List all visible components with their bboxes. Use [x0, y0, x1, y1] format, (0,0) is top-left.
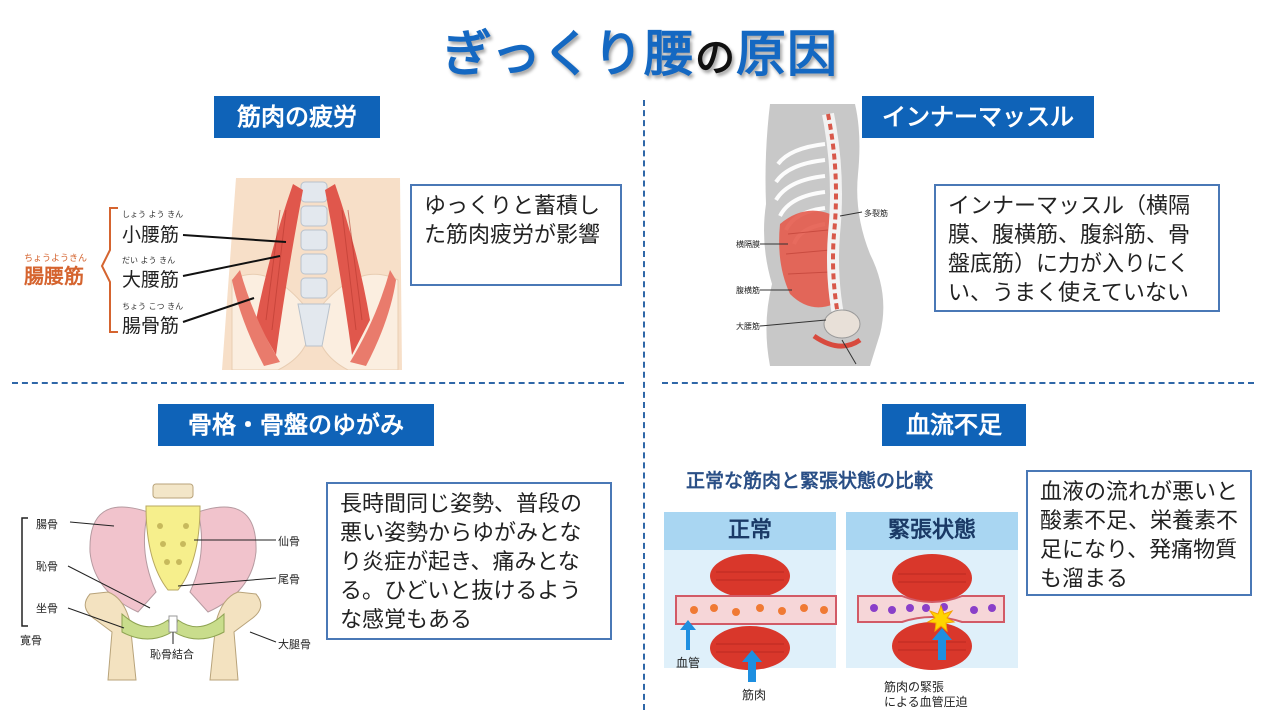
- horizontal-divider-left: [12, 382, 624, 384]
- blood-vessel-figure: [675, 554, 1005, 682]
- section-label-pelvic-distortion: 骨格・骨盤のゆがみ: [158, 404, 434, 446]
- pelvis-label-coccyx: 尾骨: [278, 573, 300, 586]
- pelvis-label-ischium: 坐骨: [36, 602, 58, 615]
- horizontal-divider-right: [662, 382, 1254, 384]
- muscle-label-psoas-minor: 小腰筋: [122, 224, 180, 246]
- iliopsoas-group-ruby: ちょうようきん: [24, 254, 88, 264]
- pelvis-label-sacrum: 仙骨: [278, 535, 300, 548]
- muscle-label-psoas-major: 大腰筋: [122, 269, 180, 291]
- pelvis-label-symphysis: 恥骨結合: [150, 648, 194, 661]
- vertical-divider: [643, 100, 645, 710]
- section-label-blood-flow: 血流不足: [882, 404, 1026, 446]
- muscle-ruby-psoas-minor: しょう よう きん: [122, 210, 184, 219]
- muscle-label-iliacus: 腸骨筋: [122, 315, 180, 337]
- inner-fig-label-transversus: 腹横筋: [736, 286, 760, 295]
- pelvis-label-femur: 大腿骨: [278, 638, 311, 651]
- iliopsoas-group-label: 腸腰筋: [24, 264, 84, 288]
- muscle-ruby-psoas-major: だい よう きん: [122, 256, 176, 265]
- pelvis-figure: [21, 483, 277, 681]
- pelvis-label-ilium: 腸骨: [36, 518, 58, 531]
- pelvis-label-coxa: 寛骨: [20, 634, 42, 647]
- muscle-fatigue-text-box: ゆっくりと蓄積した筋肉疲労が影響: [410, 184, 622, 286]
- tense-panel-header: 緊張状態: [846, 512, 1018, 550]
- inner-fig-label-diaphragm: 横隔膜: [736, 240, 760, 249]
- inner-fig-label-multifidus: 多裂筋: [864, 209, 888, 218]
- normal-panel-header: 正常: [664, 512, 836, 550]
- muscle-ruby-iliacus: ちょう こつ きん: [122, 302, 184, 311]
- pelvic-distortion-text-box: 長時間同じ姿勢、普段の悪い姿勢からゆがみとなり炎症が起き、痛みとなる。ひどいと抜…: [326, 482, 612, 640]
- compression-label-line2: による血管圧迫: [884, 695, 968, 709]
- inner-muscle-figure: [759, 104, 884, 366]
- inner-fig-label-psoas: 大腰筋: [736, 322, 760, 331]
- muscle-label: 筋肉: [742, 688, 767, 702]
- section-label-muscle-fatigue: 筋肉の疲労: [214, 96, 380, 138]
- iliopsoas-figure: [100, 178, 402, 370]
- section-label-inner-muscle: インナーマッスル: [862, 96, 1094, 138]
- page-title: ぎっくり腰の原因: [442, 25, 838, 83]
- compression-label-line1: 筋肉の緊張: [884, 680, 945, 694]
- blood-flow-text-box: 血液の流れが悪いと酸素不足、栄養素不足になり、発痛物質も溜まる: [1026, 470, 1252, 596]
- inner-muscle-text-box: インナーマッスル（横隔膜、腹横筋、腹斜筋、骨盤底筋）に力が入りにくい、うまく使え…: [934, 184, 1220, 312]
- vessel-label: 血管: [676, 656, 701, 670]
- comparison-figure-title: 正常な筋肉と緊張状態の比較: [686, 470, 934, 492]
- pelvis-label-pubis: 恥骨: [36, 560, 58, 573]
